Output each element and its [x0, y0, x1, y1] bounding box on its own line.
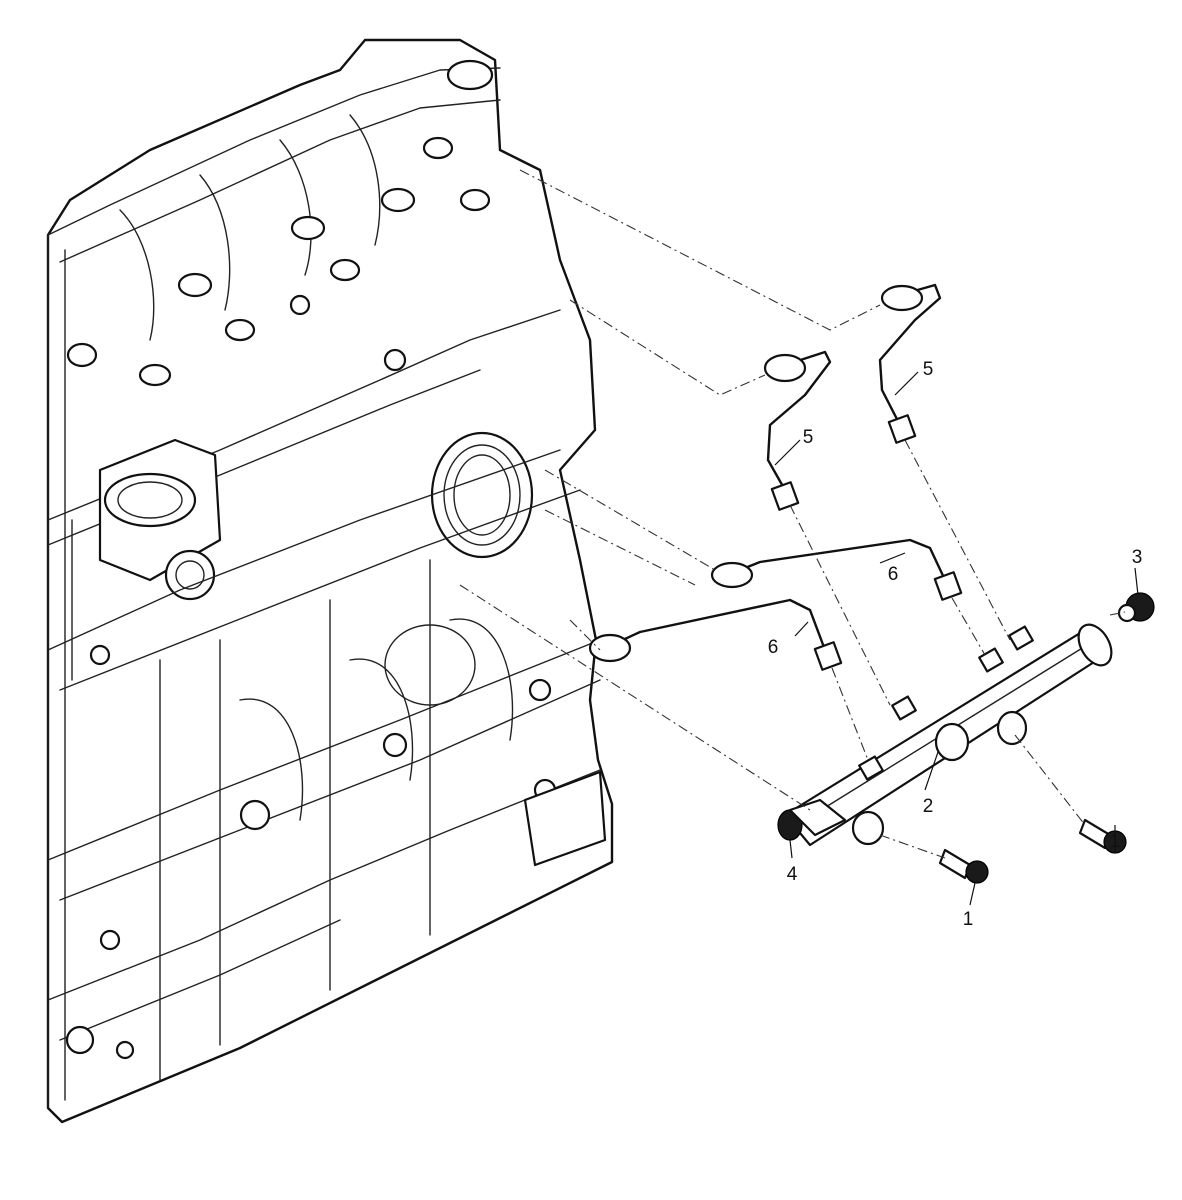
callout-1-right: 1 [1110, 831, 1121, 852]
callout-3: 3 [1132, 547, 1143, 568]
injector-lines [588, 283, 963, 671]
callout-2: 2 [923, 796, 934, 817]
callout-1-lower: 1 [963, 909, 974, 930]
fuel-rail [777, 623, 1113, 847]
callout-6-upper: 6 [888, 564, 899, 585]
callout-leaders [774, 371, 1139, 906]
callout-4: 4 [787, 864, 798, 885]
callout-5-lower: 5 [803, 427, 814, 448]
rail-plug [1117, 592, 1155, 623]
assembly-lines [459, 169, 1126, 859]
callout-6-lower: 6 [768, 637, 779, 658]
callout-labels: 5 5 6 6 3 2 1 1 4 [768, 359, 1143, 930]
rail-bolt-lower [938, 848, 989, 884]
engine-block [46, 38, 614, 1124]
callout-5-upper: 5 [923, 359, 934, 380]
